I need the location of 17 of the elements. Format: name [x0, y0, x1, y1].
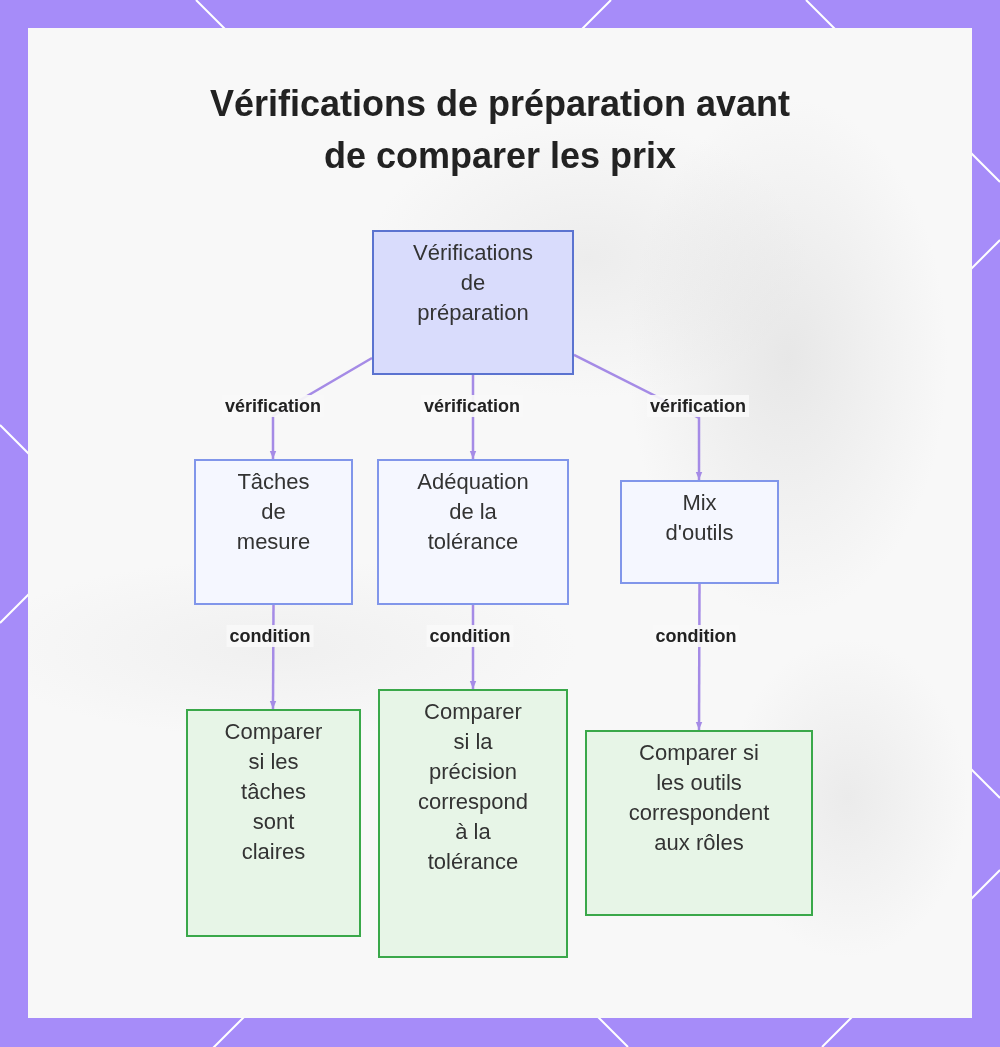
process-box: [620, 480, 779, 584]
node-text: Adéquation de la tolérance: [416, 468, 530, 556]
node-text: Mix d'outils: [664, 489, 735, 547]
process-box: [377, 459, 569, 605]
edge-label: condition: [226, 625, 314, 647]
result-box: [378, 689, 568, 958]
result-box: [186, 709, 361, 937]
process-box: [194, 459, 353, 605]
node-text: Tâches de mesure: [235, 468, 312, 556]
node-text: Comparer si la précision correspond à la tolérance: [416, 698, 530, 876]
edge-label: vérification: [647, 395, 749, 417]
node-text: Comparer si les tâches sont claires: [223, 718, 324, 866]
header-box: [372, 230, 574, 375]
node-text: Vérifications de préparation: [412, 239, 534, 327]
diagram-title: Vérifications de préparation avant de comparer les prix: [208, 82, 792, 178]
result-box: [585, 730, 813, 916]
node-text: Comparer si les outils correspondent aux rôles: [627, 739, 771, 857]
